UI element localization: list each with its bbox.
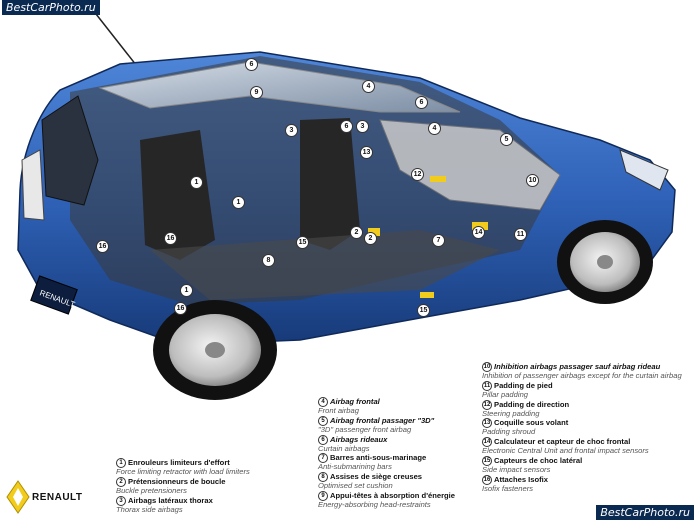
callout-marker: 3 xyxy=(356,120,369,133)
callout-marker: 14 xyxy=(472,226,485,239)
callout-marker: 6 xyxy=(415,96,428,109)
callout-marker: 5 xyxy=(500,133,513,146)
rear-wheel xyxy=(153,300,277,400)
callout-marker: 8 xyxy=(262,254,275,267)
rear-seat xyxy=(140,130,215,260)
buckle-pretensioner xyxy=(368,228,380,236)
renault-wordmark: RENAULT xyxy=(32,492,83,503)
callout-marker: 16 xyxy=(174,302,187,315)
watermark-bottom: BestCarPhoto.ru xyxy=(596,505,694,520)
callout-marker: 6 xyxy=(245,58,258,71)
callout-marker: 15 xyxy=(296,236,309,249)
dashboard xyxy=(379,119,561,211)
rear-light xyxy=(21,149,45,221)
callout-marker: 16 xyxy=(164,232,177,245)
callout-marker: 2 xyxy=(364,232,377,245)
license-plate xyxy=(30,275,78,315)
watermark-top: BestCarPhoto.ru xyxy=(2,0,100,15)
floor xyxy=(150,230,500,300)
renault-logo: RENAULT xyxy=(4,478,94,518)
callout-marker: 7 xyxy=(432,234,445,247)
callout-marker: 1 xyxy=(232,196,245,209)
callout-marker: 1 xyxy=(190,176,203,189)
curtain-airbag-shape xyxy=(98,61,461,113)
airbag-inhibit xyxy=(430,176,446,182)
callout-marker: 12 xyxy=(411,168,424,181)
callout-marker: 4 xyxy=(362,80,375,93)
callout-marker: 4 xyxy=(428,122,441,135)
callout-marker: 11 xyxy=(514,228,527,241)
callout-marker: 2 xyxy=(350,226,363,239)
callout-marker: 16 xyxy=(96,240,109,253)
renault-diamond-icon xyxy=(6,480,30,514)
callout-marker: 13 xyxy=(360,146,373,159)
antenna xyxy=(95,13,141,71)
callout-marker: 10 xyxy=(526,174,539,187)
callout-marker: 9 xyxy=(250,86,263,99)
callout-marker: 3 xyxy=(285,124,298,137)
callout-marker: 1 xyxy=(180,284,193,297)
callout-marker: 15 xyxy=(417,304,430,317)
rear-window xyxy=(41,95,99,206)
callout-marker: 6 xyxy=(340,120,353,133)
side-sensor xyxy=(420,292,434,298)
front-wheel xyxy=(557,220,653,304)
headlight xyxy=(619,149,669,191)
front-seat xyxy=(300,118,360,250)
